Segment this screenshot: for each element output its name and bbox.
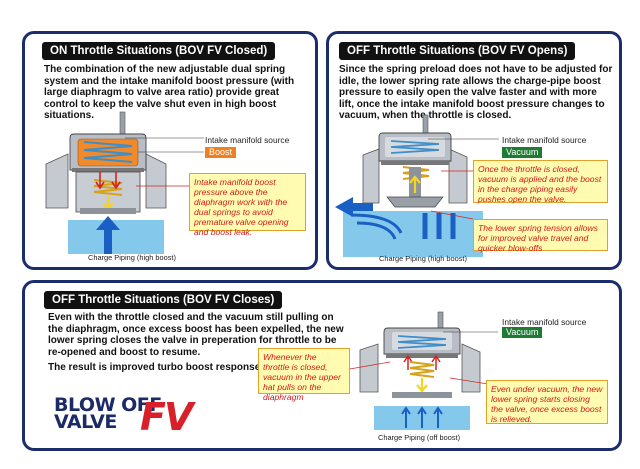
charge-piping-label: Charge Piping (high boost)	[88, 253, 176, 262]
panel-description: Since the spring preload does not have t…	[339, 64, 613, 122]
note-lower-spring-tension: The lower spring tension allows for impr…	[473, 219, 608, 253]
logo-mark: FV	[140, 395, 193, 439]
panel-title: OFF Throttle Situations (BOV FV Closes)	[44, 291, 283, 309]
logo-line1: BLOW OFF	[54, 394, 162, 416]
vacuum-tag: Vacuum	[502, 327, 543, 338]
intake-source-label: Intake manifold source	[502, 317, 587, 327]
note-lower-spring-closing: Even under vacuum, the new lower spring …	[486, 380, 608, 424]
charge-piping-label: Charge Piping (off boost)	[378, 433, 461, 442]
logo-line2: VALVE	[54, 411, 117, 433]
panel-description: The combination of the new adjustable du…	[44, 64, 295, 122]
intake-source-label: Intake manifold source	[205, 135, 290, 145]
vacuum-tag: Vacuum	[502, 147, 543, 158]
boost-tag: Boost	[205, 147, 237, 158]
blow-off-valve-fv-logo: BLOW OFF VALVE FV	[54, 396, 214, 444]
charge-piping-label: Charge Piping (high boost)	[379, 254, 467, 263]
intake-source-label: Intake manifold source	[502, 135, 587, 145]
note-diaphragm-boost: Intake manifold boost pressure above the…	[189, 173, 306, 237]
bov-diagram-open	[335, 114, 499, 257]
panel-title: OFF Throttle Situations (BOV FV Opens)	[339, 42, 576, 60]
panel-result: The result is improved turbo boost respo…	[48, 362, 264, 373]
note-upper-hat-vacuum: Whenever the throttle is closed, vacuum …	[258, 348, 350, 402]
note-throttle-closed: Once the throttle is closed, vacuum is a…	[473, 160, 608, 204]
bov-diagram-reclosing	[343, 311, 498, 430]
panel-title: ON Throttle Situations (BOV FV Closed)	[42, 42, 276, 60]
bov-diagram-closed	[45, 111, 204, 254]
panel-description: Even with the throttle closed and the va…	[48, 312, 344, 358]
